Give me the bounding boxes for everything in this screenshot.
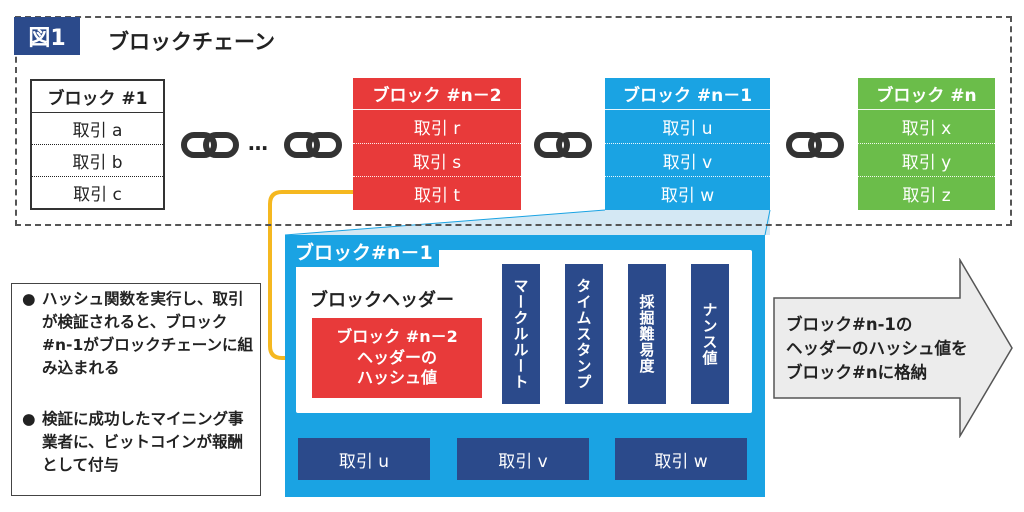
merkle-root-field: マークルルート	[502, 264, 540, 404]
chain-ellipsis: …	[248, 131, 269, 155]
prev-hash-line: ハッシュ値	[356, 368, 437, 388]
block-detail-title: ブロック#n－1	[295, 238, 439, 267]
detail-transaction: 取引 w	[615, 438, 747, 480]
nonce-field: ナンス値	[691, 264, 729, 404]
note-item: ● ハッシュ関数を実行し、取引が検証されると、ブロック#n-1がブロックチェーン…	[22, 288, 257, 380]
arrow-caption-line: ブロック#nに格納	[786, 363, 928, 382]
block-n-2: ブロック #n－2 取引 r 取引 s 取引 t	[353, 78, 521, 210]
block-n-2-tx: 取引 t	[353, 176, 521, 210]
block-n-tx: 取引 z	[858, 176, 995, 210]
detail-transaction: 取引 u	[298, 438, 430, 480]
block-n-1: ブロック #n－1 取引 u 取引 v 取引 w	[605, 78, 770, 210]
block-1-title: ブロック #1	[32, 81, 163, 113]
chain-link-icon	[284, 132, 342, 158]
arrow-caption-line: ブロック#n-1の	[786, 315, 913, 334]
chain-link-icon	[786, 132, 844, 158]
blockchain-frame	[15, 16, 1012, 226]
prev-hash-line: ヘッダーの	[356, 347, 437, 367]
block-n-2-title: ブロック #n－2	[353, 78, 521, 110]
diagram-title: ブロックチェーン	[108, 30, 275, 54]
block-n-tx: 取引 y	[858, 142, 995, 177]
note-text: 検証に成功したマイニング事業者に、ビットコインが報酬として付与	[42, 410, 244, 474]
block-n-2-tx: 取引 r	[413, 118, 461, 139]
block-header-title: ブロックヘッダー	[310, 290, 454, 311]
arrow-caption-line: ヘッダーのハッシュ値を	[786, 339, 968, 358]
zoom-wedge	[285, 210, 770, 235]
prev-hash-line: ブロック #n－2	[336, 326, 458, 346]
chain-link-icon	[181, 132, 239, 158]
notes-box: ● ハッシュ関数を実行し、取引が検証されると、ブロック#n-1がブロックチェーン…	[11, 283, 261, 496]
bullet-icon: ●	[22, 290, 36, 308]
chain-link-icon	[534, 132, 592, 158]
note-text: ハッシュ関数を実行し、取引が検証されると、ブロック#n-1がブロックチェーンに組…	[42, 290, 253, 377]
block-n-1-tx: 取引 v	[605, 142, 770, 177]
note-item: ● 検証に成功したマイニング事業者に、ビットコインが報酬として付与	[22, 408, 257, 477]
bullet-icon: ●	[22, 410, 36, 428]
block-n-1-tx: 取引 u	[662, 118, 713, 139]
block-n: ブロック #n 取引 x 取引 y 取引 z	[858, 78, 995, 210]
figure-label: 図1	[14, 17, 80, 55]
block-1-tx: 取引 b	[32, 144, 163, 176]
block-n-1-title: ブロック #n－1	[605, 78, 770, 110]
block-1: ブロック #1 取引 a 取引 b 取引 c	[30, 79, 165, 210]
arrow-caption: ブロック#n-1の ヘッダーのハッシュ値を ブロック#nに格納	[786, 313, 976, 385]
detail-transaction: 取引 v	[457, 438, 589, 480]
block-n-title: ブロック #n	[858, 78, 995, 110]
difficulty-field: 採掘難易度	[628, 264, 666, 404]
block-1-tx: 取引 a	[72, 121, 123, 141]
block-n-1-tx: 取引 w	[605, 176, 770, 210]
timestamp-field: タイムスタンプ	[565, 264, 603, 404]
block-n-2-tx: 取引 s	[353, 142, 521, 177]
block-1-tx: 取引 c	[32, 176, 163, 208]
prev-hash-arrow	[268, 190, 353, 360]
big-right-arrow-icon	[773, 258, 1013, 438]
prev-block-hash-box: ブロック #n－2 ヘッダーの ハッシュ値	[312, 318, 482, 398]
block-n-tx: 取引 x	[901, 118, 952, 139]
